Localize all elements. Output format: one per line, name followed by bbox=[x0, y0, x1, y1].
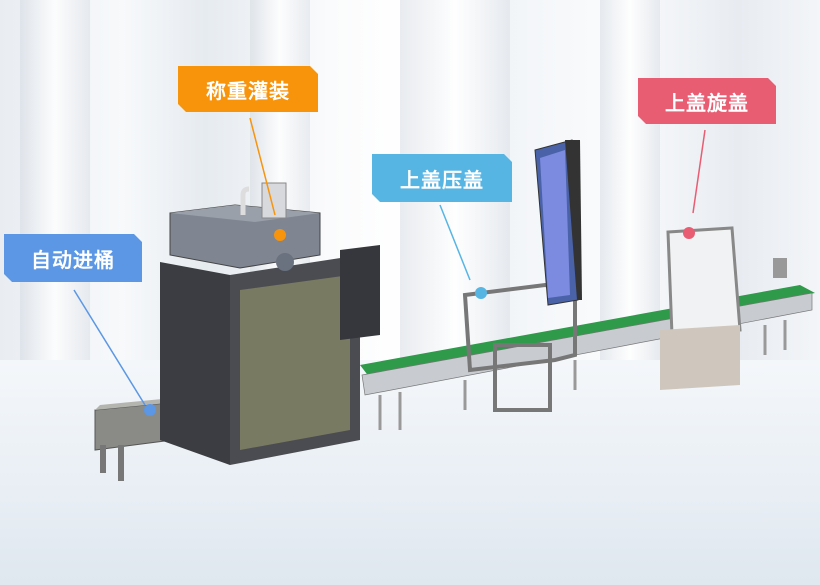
cap-screw-marker bbox=[683, 227, 695, 239]
filling-machine bbox=[160, 182, 380, 465]
weigh-fill-pointer bbox=[249, 117, 276, 216]
auto-feed-marker bbox=[144, 404, 156, 416]
label-cap-screw: 上盖旋盖 bbox=[638, 78, 776, 124]
label-cap-press: 上盖压盖 bbox=[372, 154, 512, 202]
cap-press-pointer bbox=[439, 204, 471, 281]
screw-cap-machine bbox=[660, 226, 787, 390]
label-auto-feed: 自动进桶 bbox=[4, 234, 142, 282]
label-weigh-fill: 称重灌装 bbox=[178, 66, 318, 112]
cap-press-machine bbox=[462, 139, 582, 412]
weigh-fill-marker bbox=[274, 229, 286, 241]
cap-press-marker bbox=[475, 287, 487, 299]
cap-screw-pointer bbox=[692, 129, 706, 214]
background-pillar bbox=[600, 0, 660, 360]
main-conveyor bbox=[360, 285, 815, 430]
floor-background bbox=[0, 360, 820, 585]
background-pillar bbox=[20, 0, 90, 360]
auto-feed-pointer bbox=[73, 289, 146, 406]
